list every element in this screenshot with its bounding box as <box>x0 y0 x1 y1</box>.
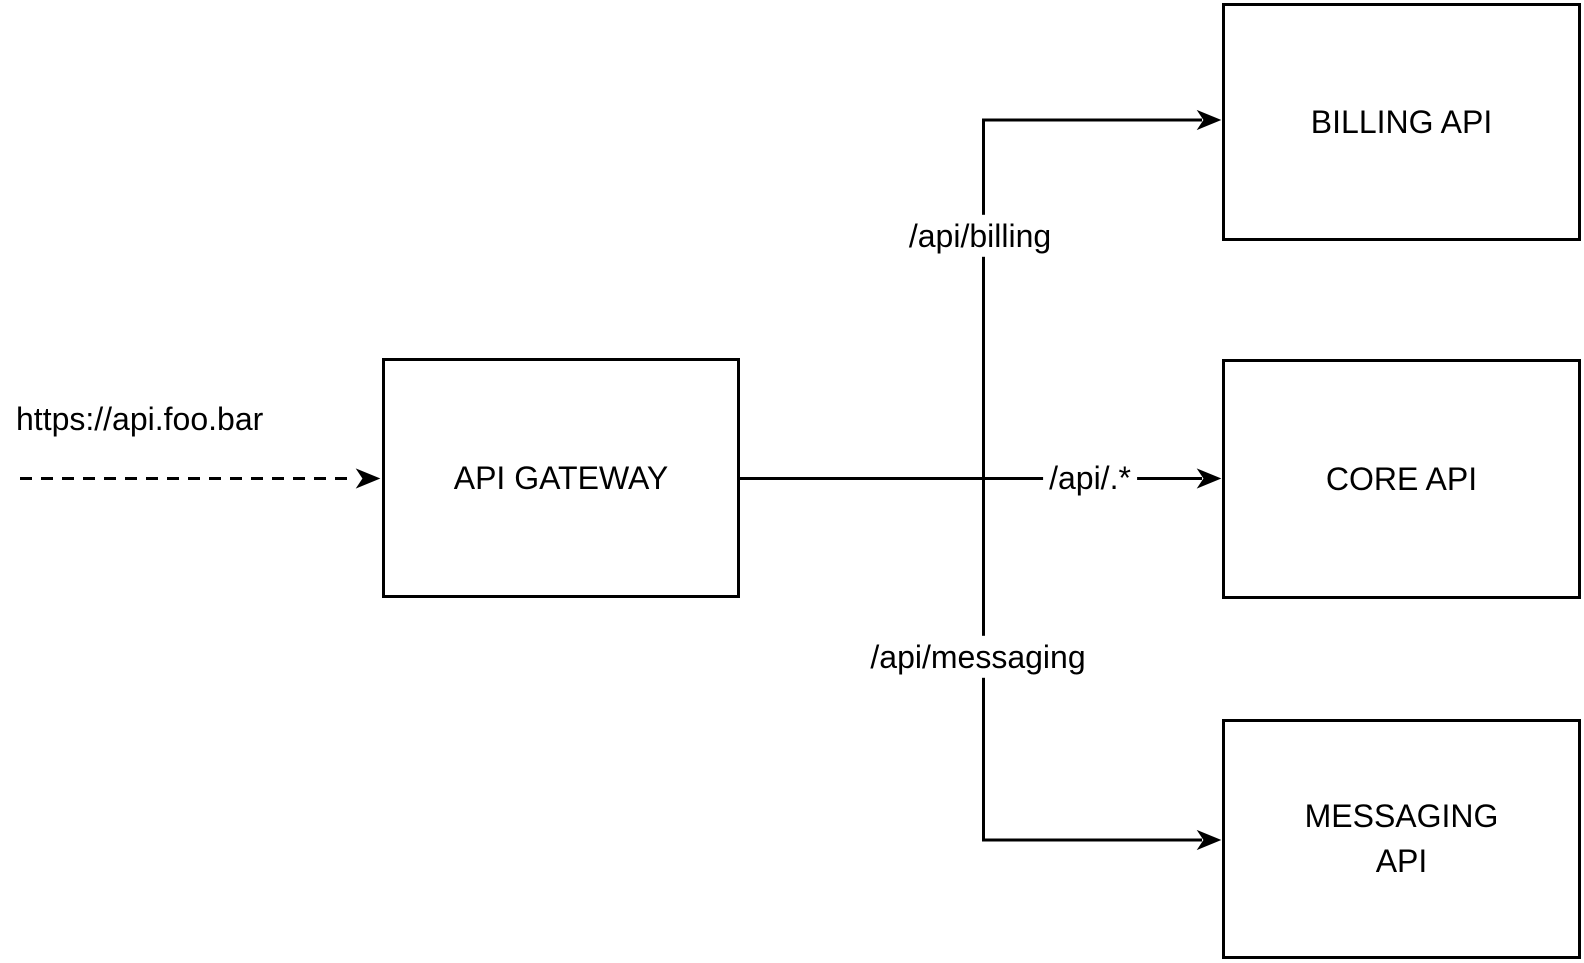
node-api-gateway-label: API GATEWAY <box>453 459 669 496</box>
edge-label-billing: /api/billing <box>902 214 1058 258</box>
arrowhead-gateway-to-messaging-icon <box>1196 829 1222 851</box>
entry-url-label: https://api.foo.bar <box>16 399 264 439</box>
node-api-gateway: API GATEWAY <box>382 358 740 598</box>
node-core-api: CORE API <box>1222 359 1581 599</box>
edge-label-messaging: /api/messaging <box>864 635 1092 679</box>
arrowhead-gateway-to-core-icon <box>1196 468 1222 489</box>
node-billing-api: BILLING API <box>1222 3 1581 241</box>
node-messaging-api: MESSAGING API <box>1222 719 1581 959</box>
node-billing-api-label: BILLING API <box>1310 103 1493 140</box>
arrowhead-client-to-gateway-icon <box>355 468 381 489</box>
arrowhead-gateway-to-billing-icon <box>1196 109 1222 131</box>
edge-label-core: /api/.* <box>1043 456 1137 500</box>
node-messaging-api-label: MESSAGING API <box>1304 798 1499 879</box>
node-core-api-label: CORE API <box>1325 460 1478 497</box>
